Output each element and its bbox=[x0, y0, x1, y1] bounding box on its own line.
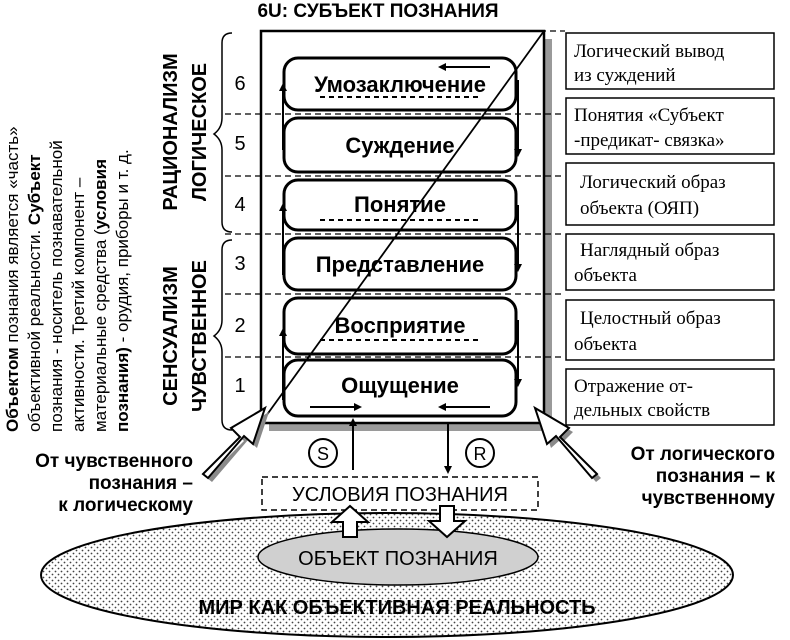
right-box-5-line-2: объекта bbox=[574, 334, 637, 355]
right-box-5-line-1: Целостный образ bbox=[580, 308, 721, 329]
vertical-line-3: познания - носитель познавательной bbox=[47, 140, 66, 432]
right-caption: От логического познания – к чувственному bbox=[631, 444, 776, 509]
r-circle bbox=[465, 438, 495, 468]
vertical-line-6: познания) - орудия, приборы и т. д. bbox=[113, 149, 132, 432]
stage-label-6: Умозаключение bbox=[314, 72, 486, 97]
right-caption-line-2: познания – к bbox=[656, 466, 776, 487]
diagram-title: 6U: СУБЪЕКТ ПОЗНАНИЯ bbox=[257, 1, 498, 22]
left-big-arrow bbox=[201, 405, 267, 480]
diagonal-line bbox=[260, 30, 545, 424]
stage-boxes bbox=[282, 56, 518, 418]
right-caption-line-1: От логического bbox=[631, 444, 775, 465]
right-box-4-line-2: объекта bbox=[574, 265, 637, 286]
right-big-arrow bbox=[533, 405, 599, 480]
object-ellipse bbox=[257, 528, 539, 586]
vertical-line-2: объективной реальности. Субъект bbox=[25, 154, 44, 432]
right-box-4-line-1: Наглядный образ bbox=[580, 240, 719, 261]
right-box-3-line-2: объекта (ОЯП) bbox=[580, 198, 699, 219]
sensual-label-2: ЧУВСТВЕННОЕ bbox=[189, 260, 211, 412]
right-box-1-line-1: Логический вывод bbox=[574, 41, 725, 62]
right-box-6-line-1: Отражение от- bbox=[574, 376, 693, 397]
sensual-label-1: СЕНСУАЛИЗМ bbox=[160, 266, 182, 406]
right-box-1-line-2: из суждений bbox=[574, 65, 676, 86]
vertical-line-5: материальные средства (условия bbox=[91, 159, 110, 432]
stage-label-5: Суждение bbox=[345, 133, 454, 158]
right-box-texts: Логический вывод из суждений Понятия «Су… bbox=[574, 41, 726, 421]
s-label: S bbox=[317, 444, 329, 464]
stage-label-2: Восприятие bbox=[335, 313, 466, 338]
stage-num-1: 1 bbox=[234, 375, 245, 397]
stage-num-2: 2 bbox=[234, 315, 245, 337]
conditions-label: УСЛОВИЯ ПОЗНАНИЯ bbox=[292, 484, 508, 506]
left-caption-line-2: познания – bbox=[89, 473, 193, 494]
conditions-box bbox=[261, 476, 539, 511]
r-label: R bbox=[474, 444, 487, 464]
left-caption-line-3: к логическому bbox=[58, 495, 193, 516]
stage-num-4: 4 bbox=[234, 194, 245, 216]
stage-num-6: 6 bbox=[234, 73, 245, 95]
right-boxes bbox=[565, 32, 775, 426]
right-box-2-line-1: Понятия «Субъект bbox=[574, 105, 724, 126]
vertical-line-1: Объектом познания является «часть» bbox=[3, 126, 22, 432]
up-hollow-arrow bbox=[329, 504, 371, 538]
right-caption-line-3: чувственному bbox=[642, 488, 776, 509]
right-box-2-line-2: -предикат- связка» bbox=[574, 130, 725, 151]
down-hollow-arrow bbox=[426, 505, 468, 539]
rational-label-2: ЛОГИЧЕСКОЕ bbox=[189, 63, 211, 201]
object-label: ОБЪЕКТ ПОЗНАНИЯ bbox=[298, 548, 498, 570]
vertical-description: Объектом познания является «часть» объек… bbox=[3, 126, 132, 432]
rational-bracket bbox=[212, 32, 233, 233]
divider-lines bbox=[225, 30, 565, 358]
s-circle bbox=[308, 438, 338, 468]
right-box-3-line-1: Логический образ bbox=[580, 172, 726, 193]
stage-label-1: Ощущение bbox=[341, 373, 459, 398]
stage-num-5: 5 bbox=[234, 133, 245, 155]
left-caption-line-1: От чувственного bbox=[35, 451, 193, 472]
rational-label-1: РАЦИОНАЛИЗМ bbox=[160, 53, 182, 210]
right-box-6-line-2: дельных свойств bbox=[574, 400, 710, 421]
sensual-bracket bbox=[212, 239, 233, 431]
world-label: МИР КАК ОБЪЕКТИВНАЯ РЕАЛЬНОСТЬ bbox=[198, 597, 595, 619]
stage-num-3: 3 bbox=[234, 253, 245, 275]
stage-label-4: Понятие bbox=[354, 192, 446, 217]
vertical-line-4: активности. Третий компонент – bbox=[69, 177, 88, 432]
stage-label-3: Представление bbox=[316, 252, 485, 277]
left-caption: От чувственного познания – к логическому bbox=[35, 451, 193, 516]
flow-arrows bbox=[279, 63, 522, 474]
